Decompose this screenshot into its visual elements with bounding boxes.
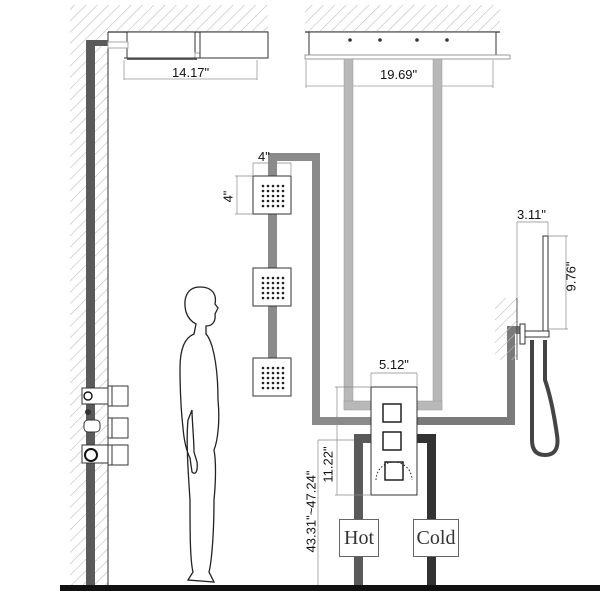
valve-width-label: 5.12" [379,357,409,372]
handheld-shower [519,235,560,458]
body-jet-dimension-lines [235,162,292,215]
thermostatic-valve-front [370,386,418,496]
cold-supply-label-box: Cold [413,519,459,557]
cold-label: Cold [416,526,456,549]
left-riser-pipe [86,40,108,585]
floor-line [60,585,600,591]
small-rain-head-width-label: 14.17" [172,65,210,80]
rain-shower-head-large [304,31,511,88]
handheld-length-label: 9.76" [563,261,579,292]
handheld-width-label: 3.11" [517,207,546,222]
large-rain-head-width-label: 19.69" [380,67,418,82]
right-ceiling [305,5,500,33]
human-figure-silhouette [179,286,220,583]
valve-dimension-lines [317,372,418,585]
body-jet-height-label: 4" [220,190,236,203]
hot-supply-pipe [354,434,372,587]
body-jet [252,357,292,397]
wall-valve-assembly [81,385,129,466]
valve-height-label: 11.22" [320,446,336,483]
hot-label: Hot [344,526,374,549]
body-jet [252,175,292,215]
valve-mount-height-label: 43.31"~47.24" [303,470,319,553]
left-wall [70,5,268,585]
handheld-wall [495,298,518,360]
body-jet-width-label: 4" [258,149,270,164]
handheld-dimension-lines [516,221,568,330]
cold-supply-pipe [405,434,436,587]
body-jet [252,267,292,307]
hot-supply-label-box: Hot [339,519,379,557]
